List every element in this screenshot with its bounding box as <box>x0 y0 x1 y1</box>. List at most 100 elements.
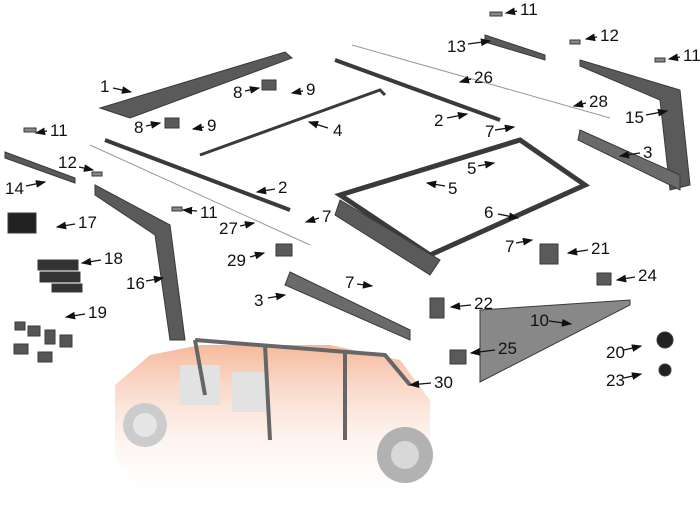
callout-number: 12 <box>58 153 77 172</box>
callout-arrow <box>145 275 165 284</box>
parts <box>4 11 691 383</box>
callout-21: 21 <box>566 239 610 258</box>
callout-14: 14 <box>5 179 47 198</box>
callout-7: 7 <box>485 122 516 141</box>
callout-6: 6 <box>484 203 520 222</box>
callout-arrow <box>467 38 492 47</box>
callout-arrow <box>497 212 520 221</box>
callout-number: 26 <box>474 68 493 87</box>
callout-number: 5 <box>448 179 457 198</box>
callout-4: 4 <box>307 121 342 140</box>
callout-number: 12 <box>600 26 619 45</box>
callout-17: 17 <box>55 213 97 232</box>
callout-arrow <box>307 121 329 129</box>
callout-20: 20 <box>606 343 643 362</box>
part-13-rail <box>484 34 546 61</box>
callout-number: 1 <box>100 77 109 96</box>
callout-number: 10 <box>530 311 549 330</box>
callout-arrow <box>618 150 641 159</box>
callout-5: 5 <box>425 179 457 198</box>
callout-8: 8 <box>233 83 261 102</box>
callout-arrow <box>239 221 256 229</box>
callout-11: 11 <box>181 203 218 222</box>
callout-arrow <box>584 33 598 42</box>
callout-arrow <box>78 164 95 172</box>
callout-arrow <box>515 237 534 246</box>
callout-2: 2 <box>255 178 287 197</box>
part-5-6-frame <box>334 137 591 258</box>
callout-11: 11 <box>667 46 700 65</box>
callout-number: 15 <box>625 108 644 127</box>
callout-22: 22 <box>449 294 493 313</box>
callout-number: 27 <box>219 219 238 238</box>
callout-arrow <box>64 311 86 320</box>
callout-arrow <box>191 123 205 132</box>
part-17-pad <box>7 212 37 234</box>
part-19-clips <box>13 321 73 363</box>
part-25-bracket <box>449 349 467 365</box>
callout-arrow <box>548 318 573 327</box>
callout-arrow <box>446 111 469 120</box>
callout-arrow <box>34 127 48 136</box>
callout-9: 9 <box>191 116 216 135</box>
part-8-bracket <box>164 117 180 129</box>
callout-arrow <box>645 108 669 117</box>
callout-arrow <box>504 7 518 16</box>
callout-5: 5 <box>467 159 496 178</box>
part-29-bracket <box>275 243 293 257</box>
callout-number: 8 <box>233 83 242 102</box>
part-2-rail-left <box>104 138 291 212</box>
callout-number: 7 <box>345 273 354 292</box>
part-2-rail <box>334 58 501 122</box>
callout-number: 11 <box>50 121 68 140</box>
callout-number: 2 <box>278 178 287 197</box>
callout-number: 11 <box>200 203 218 222</box>
callout-24: 24 <box>615 266 657 285</box>
callout-number: 4 <box>333 121 342 140</box>
callout-arrow <box>667 53 681 62</box>
callout-number: 16 <box>126 274 145 293</box>
part-23-fastener <box>658 363 672 377</box>
part-22-bracket <box>429 297 445 319</box>
part-21-bracket <box>539 243 559 265</box>
callout-number: 5 <box>467 159 476 178</box>
callout-number: 2 <box>434 111 443 130</box>
callout-7: 7 <box>345 273 374 292</box>
callout-arrow <box>458 75 472 84</box>
callout-arrow <box>408 380 432 389</box>
callout-number: 7 <box>322 207 331 226</box>
part-10-rail <box>479 299 631 383</box>
part-8-bracket <box>261 79 277 91</box>
part-16-pillar <box>94 184 186 341</box>
callout-1: 1 <box>100 77 133 96</box>
callout-arrow <box>494 124 516 133</box>
callout-arrow <box>267 292 287 301</box>
callout-arrow <box>356 280 374 289</box>
callout-11: 11 <box>504 0 538 19</box>
callout-arrow <box>112 86 133 94</box>
callout-arrow <box>477 160 496 169</box>
callout-number: 24 <box>638 266 657 285</box>
callout-number: 20 <box>606 343 625 362</box>
callout-arrow <box>623 344 643 352</box>
callout-16: 16 <box>126 274 165 293</box>
callout-arrow <box>469 348 496 356</box>
callout-12: 12 <box>58 153 95 172</box>
callout-2: 2 <box>434 111 469 130</box>
part-20-fastener <box>656 331 674 349</box>
callout-arrow <box>566 247 589 256</box>
callout-number: 28 <box>589 92 608 111</box>
callout-number: 18 <box>104 249 123 268</box>
callout-23: 23 <box>606 371 643 390</box>
callout-arrow <box>304 215 320 224</box>
callout-arrow <box>449 302 472 310</box>
callout-19: 19 <box>64 303 107 322</box>
callout-number: 13 <box>447 37 466 56</box>
callout-number: 9 <box>207 116 216 135</box>
callout-number: 17 <box>78 213 97 232</box>
callout-arrow <box>80 257 102 266</box>
callout-arrow <box>255 186 276 195</box>
callout-10: 10 <box>530 311 573 330</box>
callout-arrow <box>623 372 643 380</box>
